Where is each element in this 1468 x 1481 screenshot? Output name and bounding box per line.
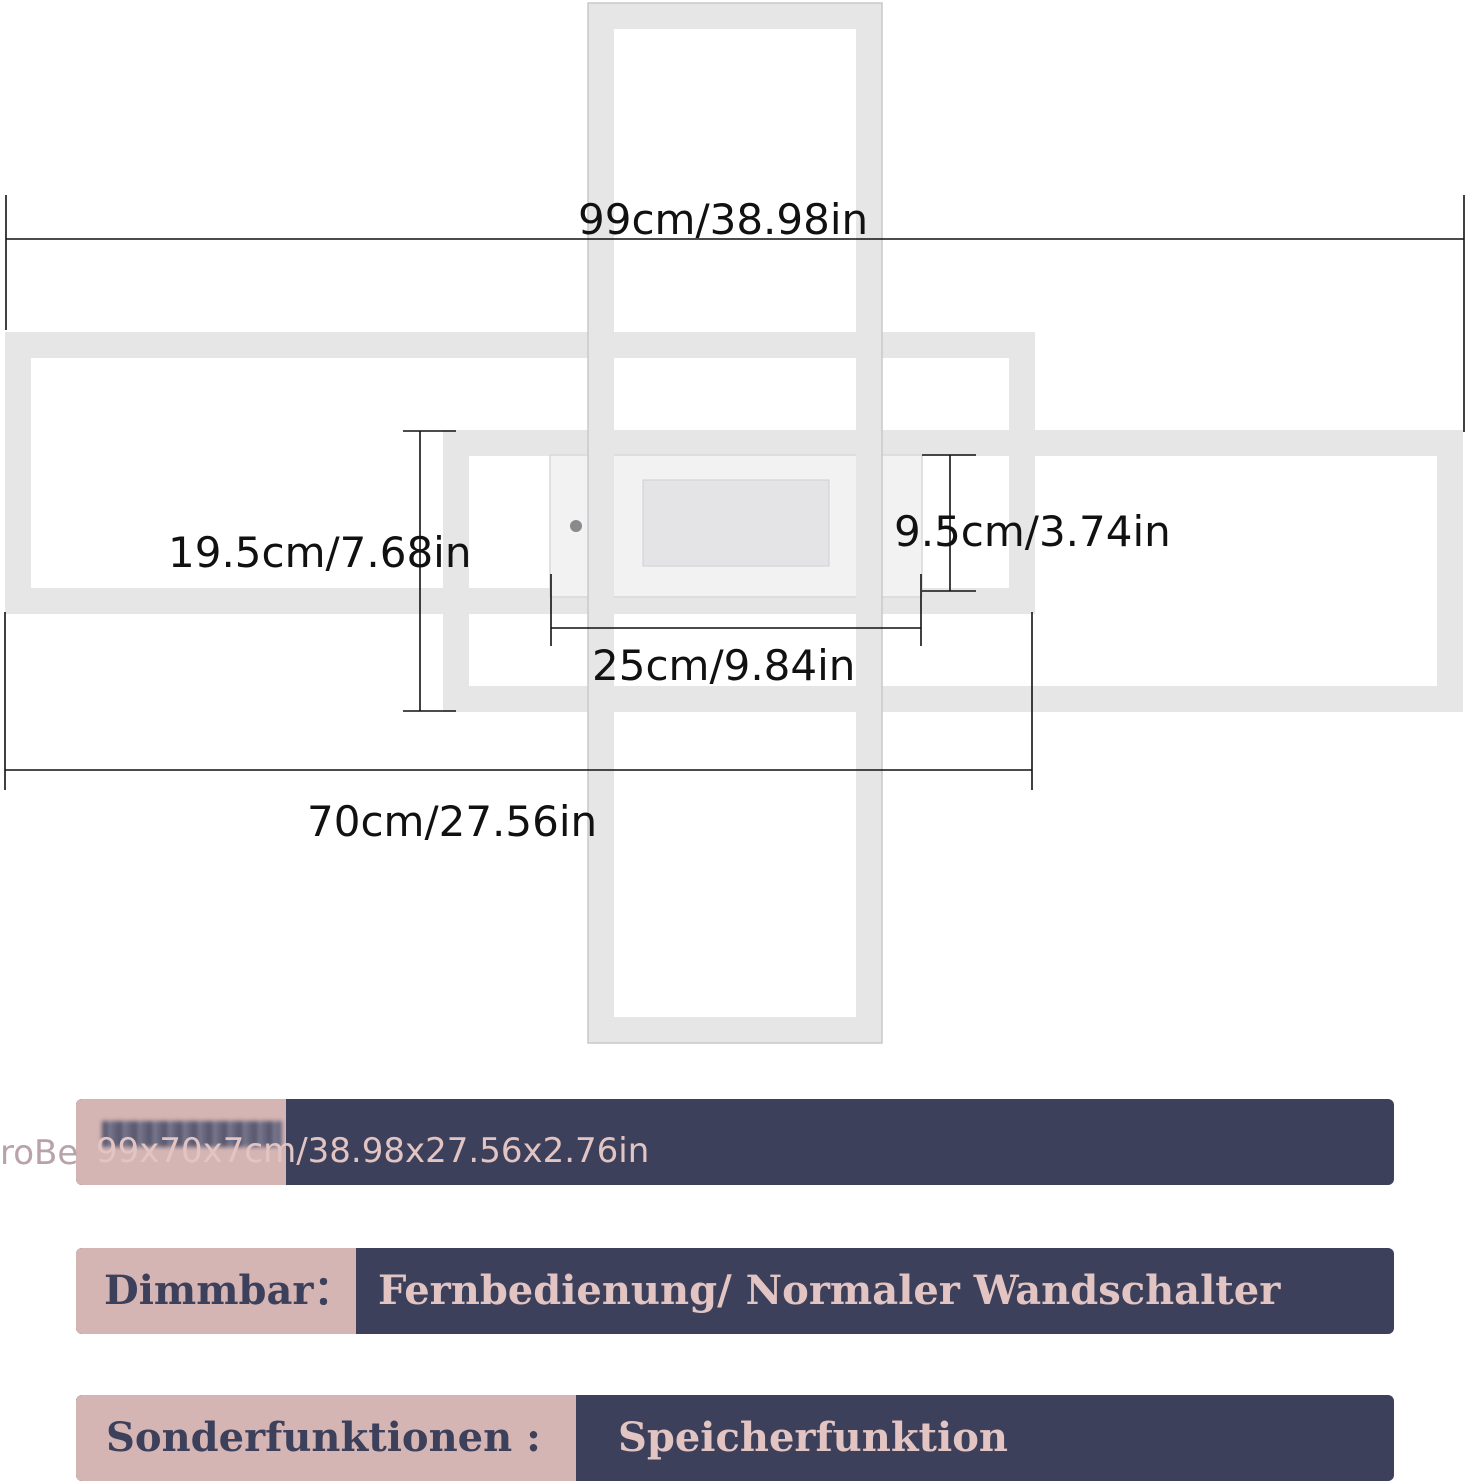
vertical-frame-edge <box>587 2 883 1044</box>
upper-horizontal-frame <box>5 332 1035 614</box>
vertical-frame <box>588 3 882 1043</box>
height-label: 19.5cm/7.68in <box>168 528 471 577</box>
spec-bar-dimmable: Dimmbar： Fernbedienung/ Normaler Wandsch… <box>76 1248 1394 1334</box>
spec-value-dimmable: Fernbedienung/ Normaler Wandschalter <box>378 1267 1281 1314</box>
spec-label-dimmable: Dimmbar： <box>104 1267 354 1314</box>
spec-label-box-special <box>76 1395 576 1481</box>
base-width-label: 25cm/9.84in <box>592 641 855 690</box>
base-screw <box>570 520 582 532</box>
spec-bar-special: Sonderfunktionen : Speicherfunktion <box>76 1395 1394 1481</box>
lamp-dimension-diagram: 99cm/38.98in 19.5cm/7.68in 9.5cm/3.74in … <box>4 2 1465 1044</box>
lower-horizontal-frame <box>443 430 1463 712</box>
spec-value-size: 99x70x7cm/38.98x27.56x2.76in <box>96 1131 650 1171</box>
spec-label-size-partial: roBe <box>0 1133 79 1173</box>
dimension-lines <box>4 195 1465 790</box>
blurred-label <box>102 1121 282 1147</box>
spec-value-special: Speicherfunktion <box>618 1414 1008 1461</box>
spec-bar-size: 99x70x7cm/38.98x27.56x2.76in <box>76 1099 1394 1185</box>
base-height-label: 9.5cm/3.74in <box>894 507 1171 556</box>
spec-label-box-dimmable <box>76 1248 356 1334</box>
total-width-label: 99cm/38.98in <box>578 195 868 244</box>
frame-width-label: 70cm/27.56in <box>307 797 597 846</box>
spec-label-special: Sonderfunktionen : <box>106 1414 541 1461</box>
center-base-panel <box>642 479 830 567</box>
lamp-frames <box>5 2 1463 1044</box>
